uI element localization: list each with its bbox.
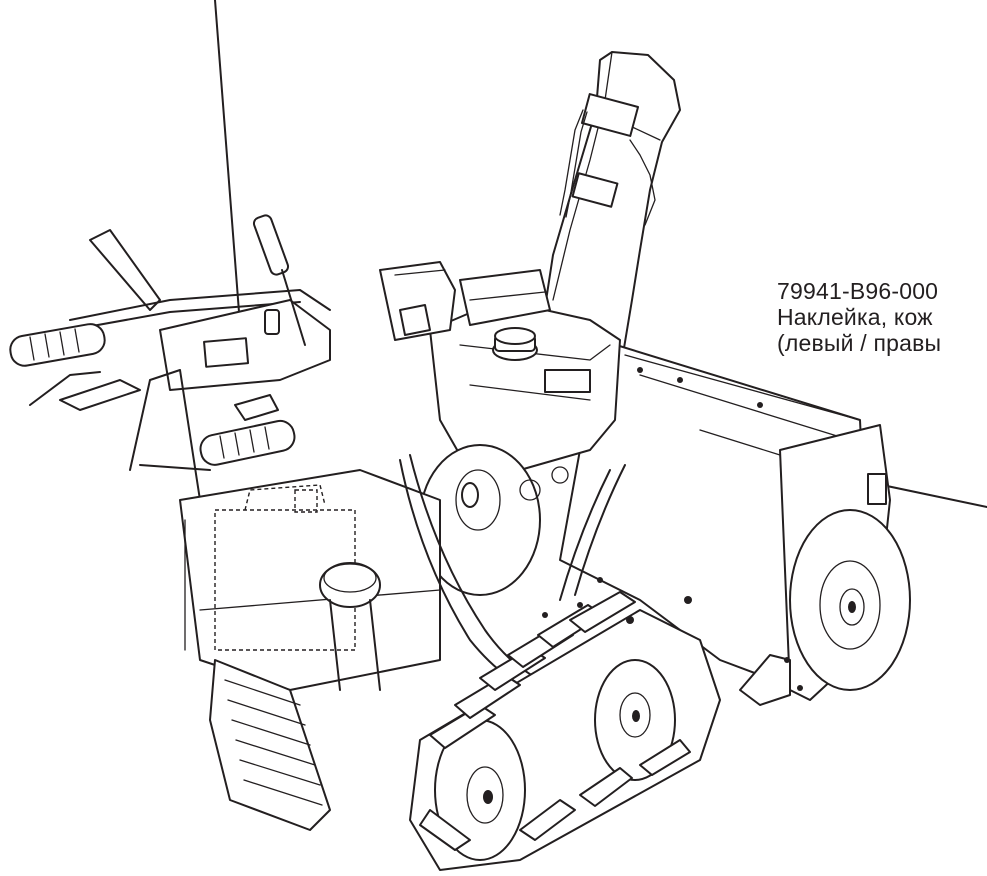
right-track — [409, 577, 721, 871]
part-number-text: 79941-B96-000 — [777, 278, 939, 304]
left-callout-leader — [214, 0, 244, 365]
left-grip — [9, 323, 106, 367]
right-grip — [199, 419, 296, 466]
right-callout-leader — [886, 485, 987, 508]
part-side-text: (левый / правы — [777, 330, 942, 356]
left-decal — [203, 337, 250, 368]
air-filter — [319, 562, 381, 608]
part-description-text: Наклейка, кож — [777, 304, 933, 330]
frame — [129, 369, 626, 701]
handlebars — [9, 214, 331, 466]
discharge-chute — [539, 51, 681, 361]
right-decal — [867, 473, 887, 505]
auger-housing — [559, 339, 911, 706]
muffler — [459, 269, 551, 326]
shift-lever — [252, 214, 290, 276]
recoil-starter — [379, 261, 456, 341]
engine — [379, 261, 621, 596]
auger-side-disc — [789, 509, 911, 691]
left-track — [209, 659, 331, 831]
callout-label: 79941-B96-000 Наклейка, кож (левый / пра… — [777, 278, 941, 356]
